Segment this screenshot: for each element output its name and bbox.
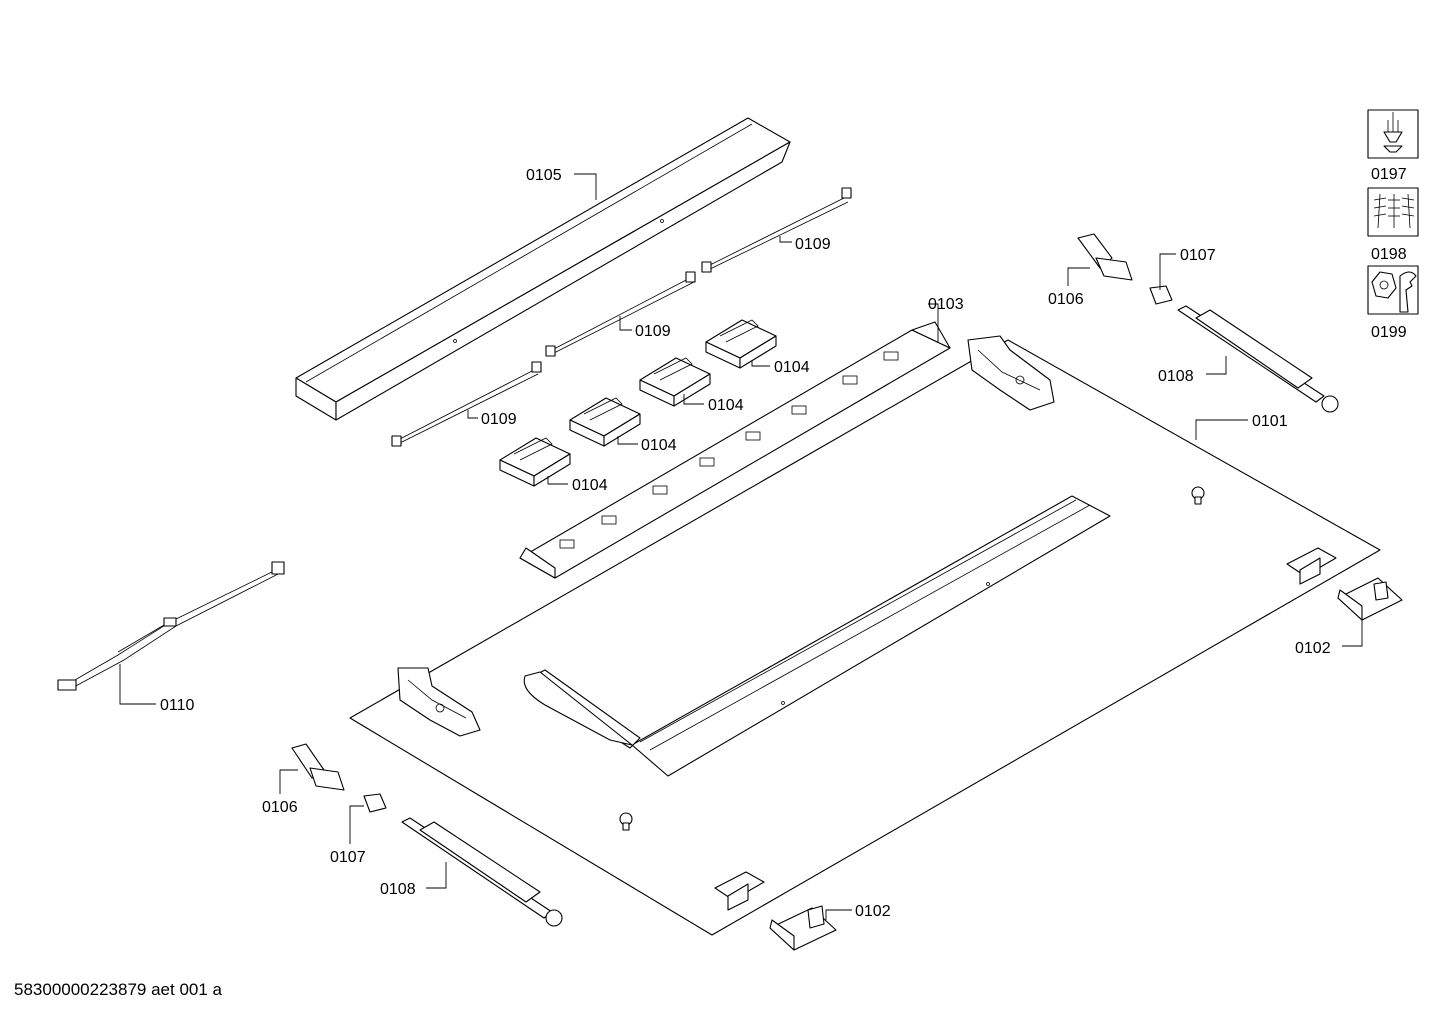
tool-legend: 0197 0198 0199 (1367, 109, 1419, 341)
label-0106-upper: 0106 (1048, 291, 1084, 308)
rail-0103 (519, 321, 951, 579)
module-0104-d (499, 437, 571, 487)
clip-0107-upper (1149, 285, 1173, 305)
label-0107-upper: 0107 (1180, 247, 1216, 264)
label-0108-lower: 0108 (380, 881, 416, 898)
label-0101: 0101 (1252, 413, 1288, 430)
clip-0107-lower (363, 793, 387, 813)
document-id: 58300000223879 aet 001 a (14, 980, 222, 999)
foot-0102-right (1337, 577, 1403, 621)
cable-0109-c (391, 361, 542, 447)
label-0109-a: 0109 (795, 236, 831, 253)
label-0104-c: 0104 (641, 437, 677, 454)
module-0104-c (569, 397, 641, 447)
module-0104-a (705, 319, 777, 369)
label-0102-lower: 0102 (855, 903, 891, 920)
strut-0108-upper (1177, 305, 1339, 413)
label-0104-b: 0104 (708, 397, 744, 414)
label-0109-c: 0109 (481, 411, 517, 428)
label-0197: 0197 (1371, 166, 1407, 183)
bracket-0106-upper (1077, 233, 1133, 281)
leader-lines (119, 173, 1363, 920)
label-0106-lower: 0106 (262, 799, 298, 816)
label-0104-a: 0104 (774, 359, 810, 376)
label-0104-d: 0104 (572, 477, 608, 494)
screws-icon (1367, 187, 1419, 237)
label-0102-right: 0102 (1295, 640, 1331, 657)
strut-0108-lower (401, 817, 563, 927)
module-0104-b (639, 357, 711, 407)
harness-0110 (57, 561, 285, 691)
cable-0109-a (701, 187, 852, 273)
label-0108-upper: 0108 (1158, 368, 1194, 385)
label-0109-b: 0109 (635, 323, 671, 340)
part-labels: 0105 0109 0109 0109 0103 0104 0104 0104 … (160, 167, 1331, 920)
wrench-nut-icon (1367, 265, 1419, 315)
cable-0109-b (545, 271, 696, 357)
label-0107-lower: 0107 (330, 849, 366, 866)
screwdriver-icon (1367, 109, 1419, 159)
profile-0105 (295, 117, 791, 421)
label-0198: 0198 (1371, 246, 1407, 263)
label-0103: 0103 (928, 296, 964, 313)
label-0199: 0199 (1371, 324, 1407, 341)
bracket-0106-lower (291, 743, 345, 791)
foot-0102-lower (769, 905, 837, 951)
panel-0101 (349, 335, 1381, 936)
label-0110: 0110 (160, 697, 195, 714)
label-0105: 0105 (526, 167, 562, 184)
